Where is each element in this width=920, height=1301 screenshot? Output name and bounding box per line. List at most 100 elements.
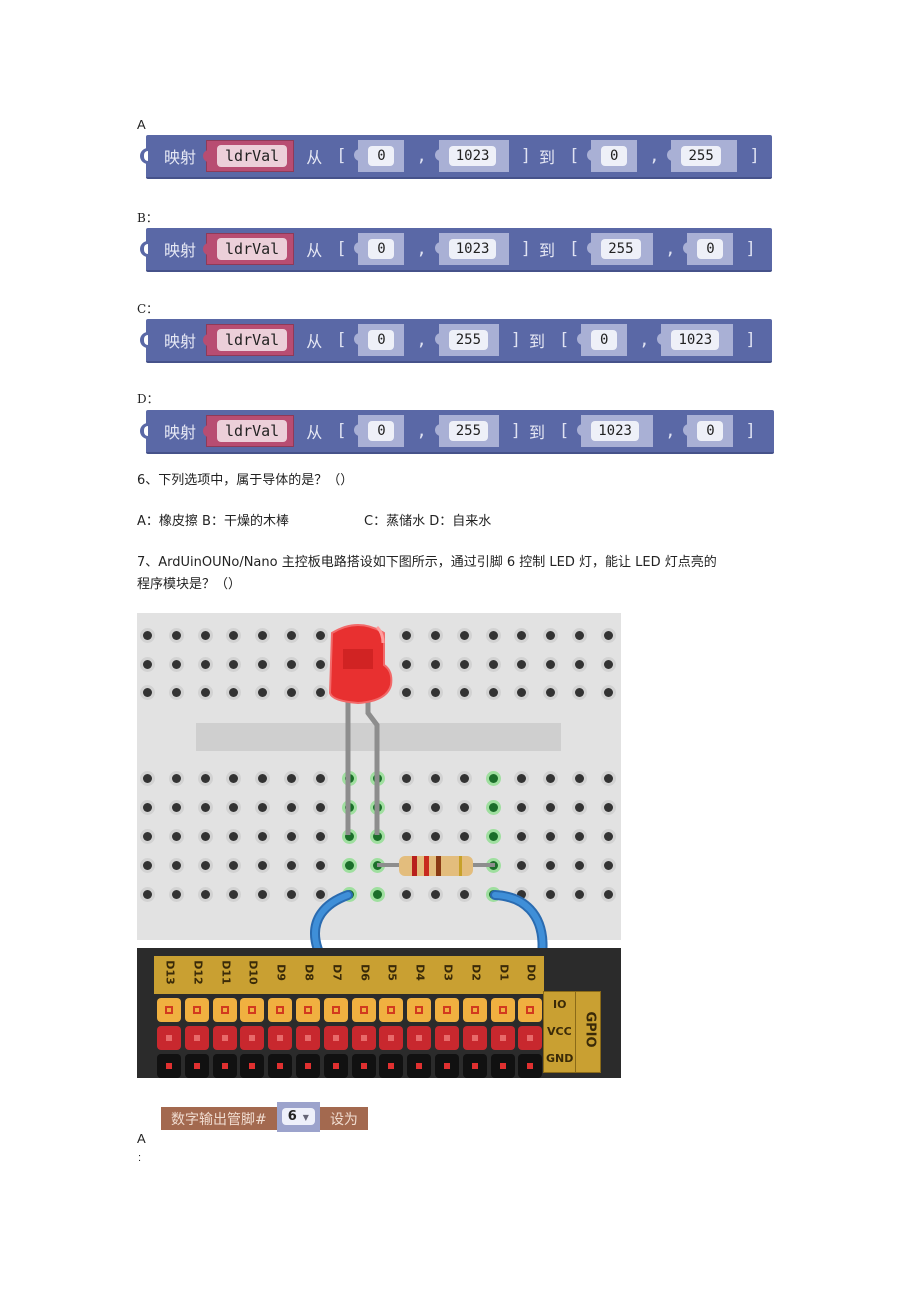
block-notch	[140, 423, 150, 439]
breadboard-hole	[517, 660, 527, 669]
vcc-pin	[184, 1026, 209, 1050]
to-low-value: 0	[591, 330, 618, 350]
to-word: 到	[528, 332, 545, 351]
breadboard-hole	[459, 688, 469, 697]
vcc-pin	[212, 1026, 237, 1050]
variable-name: ldrVal	[217, 238, 288, 260]
breadboard-hole	[171, 774, 181, 783]
breadboard-hole	[171, 832, 181, 841]
io-pin	[351, 998, 376, 1022]
open-bracket: [	[568, 146, 580, 166]
breadboard-hole	[575, 803, 584, 812]
from-high-value: 255	[448, 330, 489, 350]
breadboard-hole	[517, 631, 527, 640]
open-bracket: [	[558, 421, 570, 441]
breadboard-hole	[488, 660, 498, 669]
breadboard-hole	[229, 774, 239, 783]
breadboard-hole	[459, 631, 469, 640]
pin-dropdown[interactable]: 6▼	[281, 1108, 315, 1125]
pin-slot: 6▼	[276, 1101, 320, 1132]
breadboard-hole	[402, 803, 412, 812]
variable-name: ldrVal	[217, 420, 288, 442]
pin-label: D0	[524, 964, 538, 981]
from-low-slot: 0	[354, 415, 405, 447]
to-high-slot: 1023	[657, 324, 734, 356]
row-label-box: IO VCC GND	[543, 991, 577, 1073]
vcc-pin	[268, 1026, 293, 1050]
io-label: IO	[553, 998, 567, 1011]
gpio-title-box: GPIO	[575, 991, 601, 1073]
to-high-value: 1023	[671, 330, 720, 350]
close-bracket: ]	[510, 330, 521, 350]
close-bracket: ]	[520, 146, 531, 166]
block-notch	[140, 241, 150, 257]
breadboard-hole	[575, 660, 584, 669]
breadboard-hole	[200, 774, 210, 783]
breadboard-hole	[431, 774, 440, 783]
close-bracket: ]	[745, 239, 756, 259]
vcc-pin	[435, 1026, 459, 1050]
breadboard-hole	[603, 890, 613, 899]
breadboard-hole	[171, 890, 181, 899]
breadboard-hole	[517, 890, 527, 899]
breadboard-hole	[287, 803, 296, 812]
breadboard-hole	[488, 832, 498, 841]
breadboard-hole	[603, 660, 613, 669]
breadboard-hole	[143, 890, 152, 899]
breadboard-hole	[344, 861, 354, 870]
map-keyword: 映射	[164, 332, 197, 351]
breadboard-hole	[603, 832, 613, 841]
answer-a-label: A	[137, 1131, 146, 1146]
breadboard-hole	[143, 774, 152, 783]
breadboard-hole	[431, 832, 440, 841]
breadboard-hole	[603, 688, 613, 697]
breadboard-hole	[603, 774, 613, 783]
from-word: 从	[306, 148, 323, 167]
gnd-pin	[462, 1054, 487, 1078]
breadboard-hole	[229, 890, 239, 899]
variable-slot: ldrVal	[203, 324, 295, 356]
io-pin	[379, 998, 404, 1022]
breadboard-hole	[431, 803, 440, 812]
breadboard-hole	[402, 660, 412, 669]
map-block-c: 映射 ldrVal 从 [ 0 , 255 ] 到 [ 0 , 1023 ]	[140, 319, 772, 363]
breadboard-hole	[229, 631, 239, 640]
breadboard-hole	[143, 832, 152, 841]
to-high-value: 0	[697, 421, 724, 441]
breadboard-hole	[546, 832, 556, 841]
breadboard-hole	[258, 832, 268, 841]
breadboard-hole	[517, 688, 527, 697]
breadboard-hole	[200, 803, 210, 812]
breadboard-hole	[546, 890, 556, 899]
to-low-slot: 0	[577, 324, 628, 356]
breadboard-hole	[546, 688, 556, 697]
block-notch	[140, 148, 150, 164]
breadboard-hole	[200, 660, 210, 669]
question-7-line1: 7、ArdUinOUNo/Nano 主控板电路搭设如下图所示，通过引脚 6 控制…	[137, 555, 717, 570]
pin-label: D1	[497, 964, 511, 981]
breadboard-hole	[229, 832, 239, 841]
variable-name: ldrVal	[217, 329, 288, 351]
breadboard-hole	[315, 890, 325, 899]
from-high-slot: 255	[434, 324, 499, 356]
comma: ,	[416, 239, 427, 259]
breadboard-hole	[258, 803, 268, 812]
breadboard-hole	[171, 631, 181, 640]
pin-label: D2	[469, 964, 483, 981]
breadboard-hole	[546, 861, 556, 870]
breadboard-hole	[315, 688, 325, 697]
breadboard-hole	[287, 660, 296, 669]
breadboard-hole	[517, 774, 527, 783]
option-a-label: A	[137, 117, 146, 132]
vcc-pin	[351, 1026, 376, 1050]
gnd-pin	[490, 1054, 515, 1078]
close-bracket: ]	[749, 146, 760, 166]
variable-name: ldrVal	[217, 145, 288, 167]
breadboard-hole	[373, 890, 383, 899]
map-block-a: 映射 ldrVal 从 [ 0 , 1023 ] 到 [ 0 , 255 ]	[140, 135, 772, 179]
breadboard-hole	[258, 890, 268, 899]
variable-slot: ldrVal	[203, 233, 295, 265]
vcc-pin	[407, 1026, 432, 1050]
map-block-b: 映射 ldrVal 从 [ 0 , 1023 ] 到 [ 255 , 0 ]	[140, 228, 772, 272]
